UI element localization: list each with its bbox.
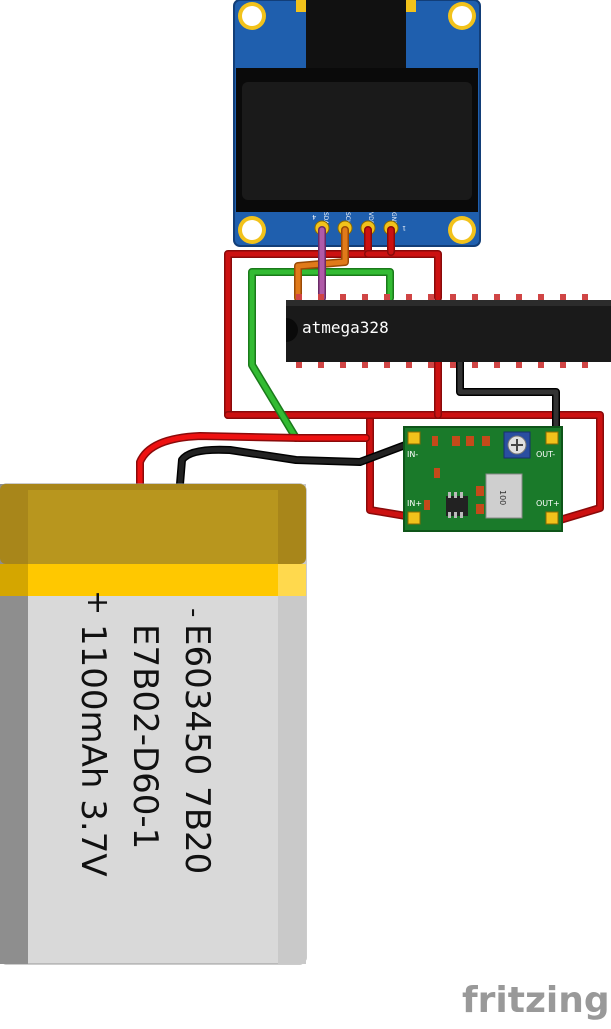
mounting-hole-bottom-left — [238, 216, 266, 244]
oled-display-module: 4 SDA SCK VDD GND 1 — [233, 0, 481, 247]
wires — [136, 226, 604, 524]
battery-minus-sign: - — [179, 608, 209, 617]
lipo-battery: - E603450 7B20 E7B02-D60-1 + 1100mAh 3.7… — [0, 483, 307, 965]
mounting-hole-top-right — [448, 2, 476, 30]
pin-label-sda: SDA — [322, 212, 329, 225]
fritzing-watermark: fritzing — [462, 980, 610, 1021]
pin-number-4: 4 — [312, 213, 316, 220]
label-out-minus: OUT- — [536, 450, 555, 459]
mcu-notch — [286, 318, 298, 342]
pin-label-sck: SCK — [344, 212, 351, 225]
inductor: 100 — [485, 473, 523, 519]
smd-components — [424, 436, 490, 518]
pin-label-vdd: VDD — [367, 212, 374, 226]
trim-potentiometer — [503, 431, 531, 459]
label-in-plus: IN+ — [407, 499, 422, 508]
battery-plus-sign: + — [80, 590, 115, 615]
mcu-bottom-pins — [296, 360, 588, 368]
battery-text-line-1: E603450 7B20 — [177, 624, 217, 874]
wire-gnd-mcu — [456, 356, 560, 439]
ribbon-connector — [306, 0, 406, 68]
oled-screen — [242, 82, 472, 200]
mcu-label: atmega328 — [302, 318, 389, 337]
pin-number-1: 1 — [402, 224, 406, 231]
pin-label-gnd: GND — [390, 212, 397, 226]
label-out-plus: OUT+ — [536, 499, 560, 508]
dc-dc-converter: IN- IN+ OUT- OUT+ 100 — [403, 426, 563, 532]
mcu-body — [286, 300, 611, 362]
mounting-hole-top-left — [238, 2, 266, 30]
battery-text-line-2: E7B02-D60-1 — [125, 624, 165, 849]
converter-pads — [407, 431, 559, 525]
mounting-hole-bottom-right — [448, 216, 476, 244]
battery-text-line-3: 1100mAh 3.7V — [73, 624, 113, 877]
label-in-minus: IN- — [407, 450, 418, 459]
inductor-marking: 100 — [498, 490, 507, 505]
atmega328-chip: atmega328 — [286, 294, 611, 368]
battery-band — [0, 564, 306, 596]
mcu-top-pins — [296, 294, 588, 302]
